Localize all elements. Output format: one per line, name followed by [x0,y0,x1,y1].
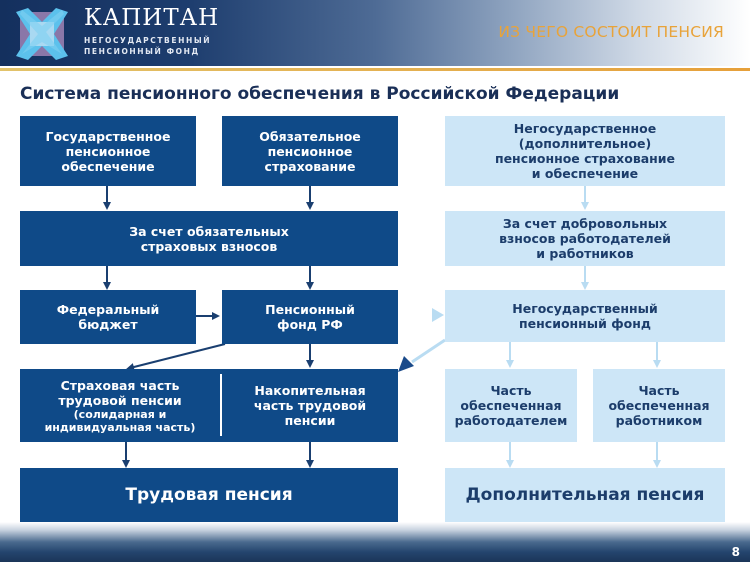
insurance-part-note: (солидарная и индивидуальная часть) [44,407,196,434]
non-state-insurance-label: Негосударственное (дополнительное) пенси… [494,121,676,181]
non-state-fund-box: Негосударственный пенсионный фонд [445,290,725,342]
state-pension-box: Государственное пенсионное обеспечение [20,116,196,186]
federal-budget-label: Федеральный бюджет [56,302,160,332]
mandatory-contributions-label: За счет обязательных страховых взносов [129,223,289,254]
employer-part-box: Часть обеспеченная работодателем [445,369,577,442]
kapitan-cross-logo-icon [16,8,68,60]
page-title: Система пенсионного обеспечения в Россий… [20,84,620,104]
mandatory-contributions-box: За счет обязательных страховых взносов [20,211,398,266]
employee-part-label: Часть обеспеченная работником [608,383,710,428]
employer-part-label: Часть обеспеченная работодателем [454,383,568,428]
brand-subtitle: НЕГОСУДАРСТВЕННЫЙ ПЕНСИОННЫЙ ФОНД [84,36,212,56]
pension-fund-box: Пенсионный фонд РФ [222,290,398,344]
mandatory-insurance-label: Обязательное пенсионное страхование [259,128,361,174]
insurance-part-title: Страховая часть трудовой пенсии [58,377,182,408]
non-state-insurance-box: Негосударственное (дополнительное) пенси… [445,116,725,186]
mandatory-insurance-box: Обязательное пенсионное страхование [222,116,398,186]
voluntary-contributions-box: За счет добровольных взносов работодател… [445,211,725,266]
slide-heading: ИЗ ЧЕГО СОСТОИТ ПЕНСИЯ [498,23,724,41]
header-banner [0,0,750,66]
employee-part-box: Часть обеспеченная работником [593,369,725,442]
parts-divider [220,374,222,436]
non-state-fund-label: Негосударственный пенсионный фонд [512,301,658,331]
footer-sea-banner [0,522,750,562]
page-number: 8 [731,545,740,559]
brand-name: КАПИТАН [84,5,220,31]
pension-parts-box [20,369,398,442]
labor-pension-label: Трудовая пенсия [125,484,293,505]
pension-fund-label: Пенсионный фонд РФ [265,302,355,332]
insurance-part-box: Страховая часть трудовой пенсии (солидар… [20,369,220,442]
additional-pension-box: Дополнительная пенсия [445,468,725,522]
labor-pension-box: Трудовая пенсия [20,468,398,522]
funded-part-label: Накопительная часть трудовой пенсии [253,383,367,428]
state-pension-label: Государственное пенсионное обеспечение [45,128,171,174]
additional-pension-label: Дополнительная пенсия [465,484,705,505]
header-divider [0,68,750,71]
federal-budget-box: Федеральный бюджет [20,290,196,344]
voluntary-contributions-label: За счет добровольных взносов работодател… [499,216,671,261]
funded-part-box: Накопительная часть трудовой пенсии [222,369,398,442]
